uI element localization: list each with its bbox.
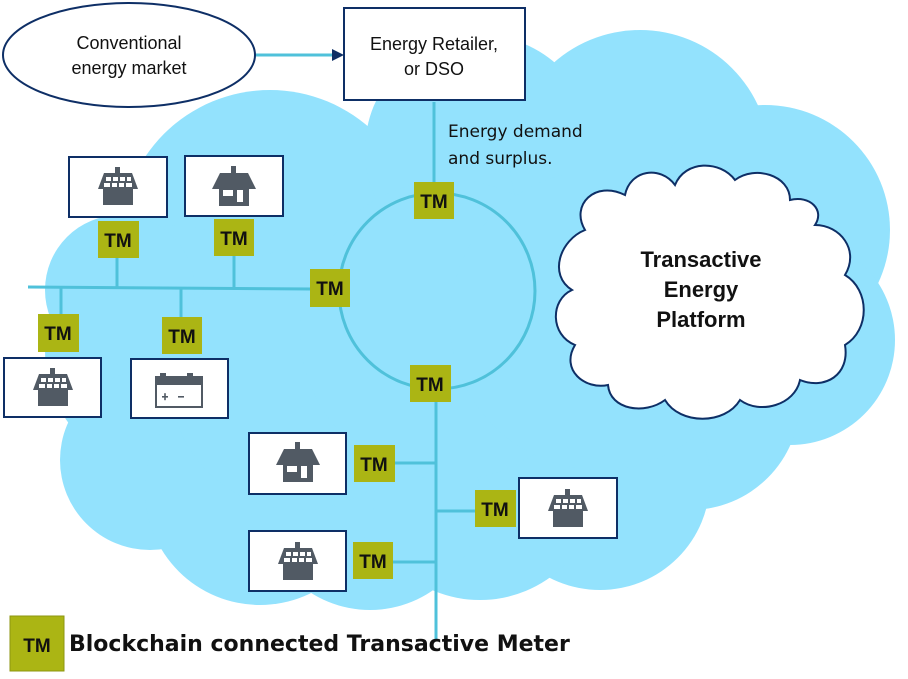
tm-meter-left-solar[interactable]: TM (38, 314, 79, 352)
tm-meter-ring-bottom[interactable]: TM (410, 365, 451, 402)
svg-text:TM: TM (420, 192, 447, 213)
node-bottom-house[interactable] (248, 432, 347, 495)
transactive-platform-cloud[interactable]: Transactive Energy Platform (554, 164, 865, 420)
svg-text:TM: TM (316, 279, 343, 300)
platform-label-line3: Platform (656, 307, 745, 332)
tm-meter-bottom-house[interactable]: TM (354, 445, 395, 482)
tm-meter-top-left-solar[interactable]: TM (98, 221, 139, 258)
conventional-market-node[interactable]: Conventional energy market (2, 2, 256, 108)
svg-text:TM: TM (360, 455, 387, 476)
tm-meter-top-house[interactable]: TM (214, 219, 254, 256)
tm-meter-ring-left[interactable]: TM (310, 269, 350, 307)
legend-tm-label: TM (23, 636, 50, 657)
energy-retailer-node[interactable]: Energy Retailer, or DSO (343, 7, 526, 101)
retailer-label-line2: or DSO (404, 59, 464, 79)
node-top-left-solar-house[interactable] (68, 156, 168, 218)
node-bottom-solar-house[interactable] (248, 530, 347, 592)
svg-text:TM: TM (416, 375, 443, 396)
platform-label-line2: Energy (664, 277, 739, 302)
svg-text:TM: TM (481, 500, 508, 521)
tm-meter-battery[interactable]: TM (162, 317, 202, 354)
market-label-line2: energy market (71, 58, 186, 78)
svg-text:TM: TM (220, 229, 247, 250)
legend: TM Blockchain connected Transactive Mete… (9, 615, 570, 672)
node-left-solar-house[interactable] (3, 357, 102, 418)
market-label-line1: Conventional (76, 33, 181, 53)
legend-tm-symbol (9, 615, 65, 672)
node-top-house[interactable] (184, 155, 284, 217)
platform-label-line1: Transactive (640, 247, 761, 272)
svg-text:TM: TM (168, 327, 195, 348)
legend-text: Blockchain connected Transactive Meter (69, 632, 570, 657)
flow-note-line2: and surplus. (448, 149, 553, 169)
arrow-head-icon (332, 49, 344, 61)
node-battery[interactable] (130, 358, 229, 419)
tm-meter-right-solar[interactable]: TM (475, 490, 516, 527)
retailer-label-line1: Energy Retailer, (370, 34, 498, 54)
flow-note-line1: Energy demand (448, 122, 583, 142)
tm-meter-ring-top[interactable]: TM (414, 182, 454, 219)
svg-text:TM: TM (359, 552, 386, 573)
tm-meter-bottom-solar[interactable]: TM (353, 542, 393, 579)
node-right-solar-house[interactable] (518, 477, 618, 539)
svg-text:TM: TM (104, 231, 131, 252)
svg-text:TM: TM (44, 324, 71, 345)
left-feeder-line (27, 285, 313, 291)
